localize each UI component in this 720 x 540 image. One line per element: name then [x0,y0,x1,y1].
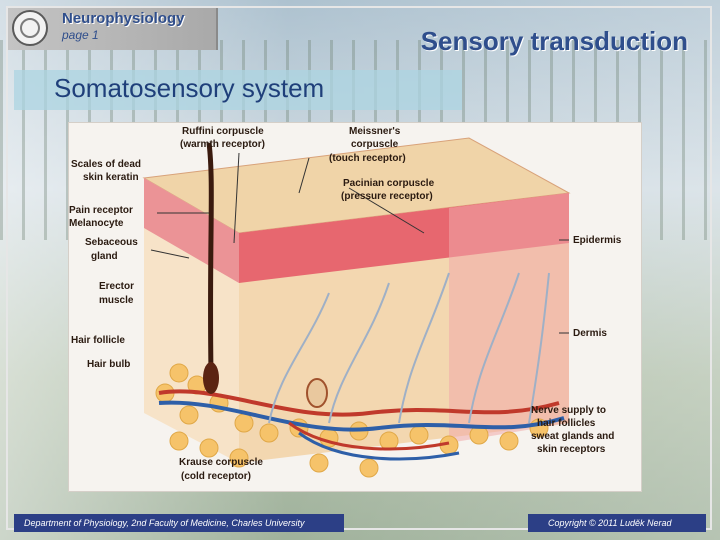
slide-title: Sensory transduction [421,26,688,57]
label-nerve-1: Nerve supply to [531,405,606,416]
label-erector-1: Erector [99,281,134,292]
label-scales-1: Scales of dead [71,159,141,170]
label-meissner-3: (touch receptor) [329,153,406,164]
label-sebaceous-1: Sebaceous [85,237,138,248]
footer-department: Department of Physiology, 2nd Faculty of… [14,514,344,532]
label-erector-2: muscle [99,295,134,306]
skin-diagram: Ruffini corpuscle (warmth receptor) Meis… [68,122,642,492]
label-krause-1: Krause corpuscle [179,457,263,468]
footer-copyright: Copyright © 2011 Luděk Nerad [528,514,706,532]
course-title: Neurophysiology [62,10,185,27]
label-meissner-1: Meissner's [349,126,401,137]
hair-shaft [209,143,211,373]
label-nerve-4: skin receptors [537,444,606,455]
skin-diagram-svg: Ruffini corpuscle (warmth receptor) Meis… [69,123,642,492]
page-number: page 1 [62,28,99,42]
label-hair-follicle: Hair follicle [71,335,125,346]
label-pain-receptor: Pain receptor [69,205,133,216]
slide-subtitle: Somatosensory system [54,73,324,104]
label-ruffini-1: Ruffini corpuscle [182,126,264,137]
label-pacinian-1: Pacinian corpuscle [343,178,435,189]
pacinian-corpuscle-shape [307,379,327,407]
label-scales-2: skin keratin [83,172,139,183]
hair-bulb-shape [203,362,219,394]
label-pacinian-2: (pressure receptor) [341,191,433,202]
label-nerve-2: hair follicles [537,418,596,429]
label-hair-bulb: Hair bulb [87,359,130,370]
university-logo [12,10,48,46]
label-sebaceous-2: gland [91,251,118,262]
label-epidermis: Epidermis [573,235,622,246]
label-dermis: Dermis [573,328,607,339]
label-nerve-3: sweat glands and [531,431,614,442]
label-krause-2: (cold receptor) [181,471,251,482]
label-melanocyte: Melanocyte [69,218,124,229]
label-ruffini-2: (warmth receptor) [180,139,265,150]
label-meissner-2: corpuscle [351,139,399,150]
